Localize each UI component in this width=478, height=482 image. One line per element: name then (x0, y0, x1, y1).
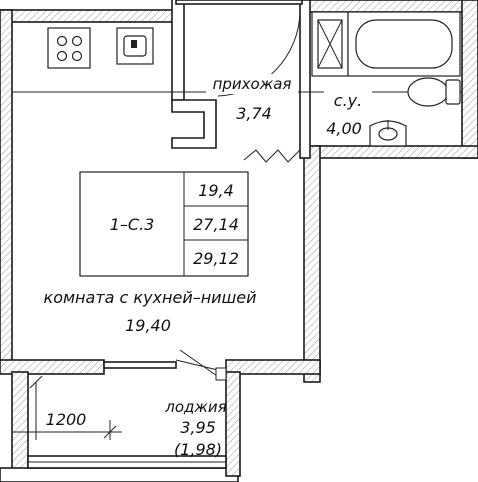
unit-code: 1–С.3 (110, 215, 155, 234)
main-room-name: комната с кухней–нишей (44, 288, 257, 307)
loggia-area: 3,95 (180, 418, 216, 437)
stove-icon (47, 27, 91, 69)
hallway-label: прихожая 3,74 (206, 74, 298, 123)
loggia-glazing (27, 455, 227, 469)
main-room-area: 19,40 (125, 316, 171, 335)
loggia-name: лоджия (164, 398, 226, 416)
hallway-name: прихожая (213, 75, 292, 93)
loggia-depth-dimension: 1200 (46, 410, 87, 429)
washbasin-icon (369, 120, 407, 147)
bathroom-area: 4,00 (326, 119, 362, 138)
toilet-icon (407, 77, 461, 107)
total-area-value: 27,14 (193, 215, 239, 234)
washing-machine-icon (311, 11, 349, 77)
bathroom-name: с.у. (334, 91, 362, 110)
bathtub-icon (347, 11, 461, 77)
loggia-label: лоджия 3,95 (1,98) (164, 398, 226, 459)
opening-break-symbol (243, 149, 301, 163)
main-room-label: комната с кухней–нишей 19,40 (44, 288, 257, 335)
total-with-loggia-value: 29,12 (193, 249, 239, 268)
unit-summary-box: 1–С.3 19,4 27,14 29,12 (79, 171, 249, 277)
kitchen-sink-icon (116, 27, 154, 65)
interior-partitions (171, 0, 311, 159)
living-area-value: 19,4 (198, 181, 234, 200)
loggia-dimension-line (12, 375, 122, 440)
balcony-door (103, 349, 227, 381)
bathroom-label: с.у. 4,00 (324, 88, 372, 138)
loggia-reduced-area: (1,98) (174, 440, 222, 459)
hallway-area: 3,74 (236, 104, 272, 123)
